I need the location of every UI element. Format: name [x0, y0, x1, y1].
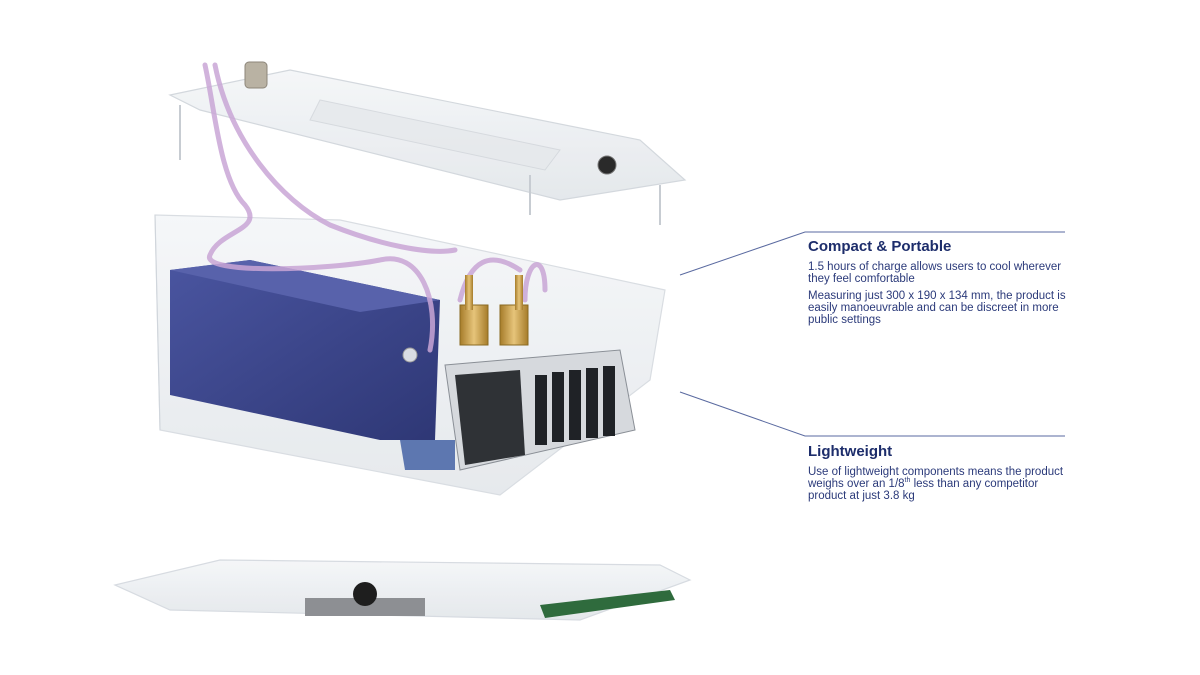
callout-text: 1.5 hours of charge allows users to cool… [808, 261, 1062, 285]
battery-pack [170, 260, 440, 440]
product-exploded-illustration [113, 61, 692, 621]
callout-text: Use of lightweight components means the … [808, 466, 1068, 502]
callout-compact-portable: Compact & Portable 1.5 hours of charge a… [808, 238, 1068, 331]
buzzer-icon [353, 582, 377, 606]
top-lid [168, 61, 687, 225]
brass-connectors [459, 275, 529, 346]
power-switch-icon [597, 155, 617, 175]
pcb-board [540, 590, 675, 618]
silicone-tubing [202, 62, 548, 353]
base-plate [113, 559, 692, 621]
callout-heading: Compact & Portable [808, 238, 952, 255]
callout-text-part: Use of lightweight components means the … [808, 466, 1064, 490]
callout-text: Measuring just 300 x 190 x 134 mm, the p… [808, 290, 1066, 326]
callout-text-part: less than any competitor product at just… [808, 478, 1039, 502]
callout-lightweight: Lightweight Use of lightweight component… [808, 443, 1068, 507]
lid-connector-icon [244, 61, 268, 89]
superscript: th [904, 477, 911, 485]
lightweight-leader-line [679, 391, 1065, 437]
callout-heading: Lightweight [808, 443, 893, 460]
fan-heatsink-module [400, 349, 636, 471]
